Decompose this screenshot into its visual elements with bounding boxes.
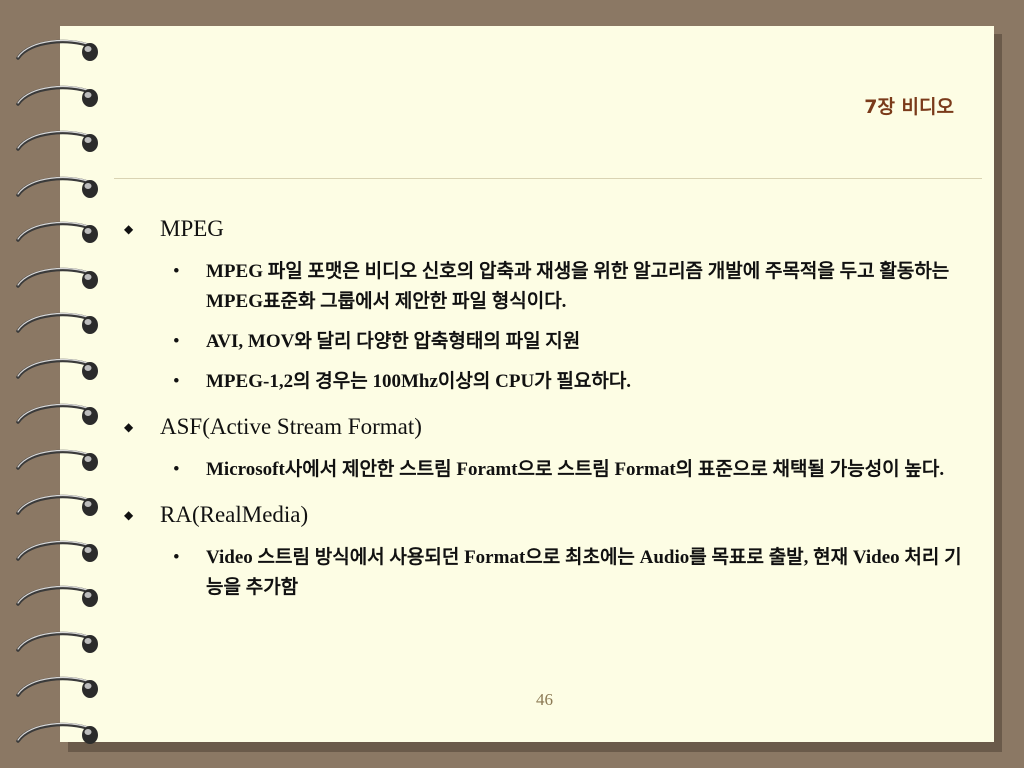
slide-title: 7장 비디오 — [864, 96, 954, 118]
diamond-bullet-icon: ◆ — [124, 508, 134, 522]
spiral-ring-icon — [16, 176, 98, 198]
bullet-ra: ◆ RA(RealMedia) — [118, 495, 978, 535]
diamond-bullet-icon: ◆ — [124, 420, 134, 434]
dot-bullet-icon: • — [173, 371, 180, 392]
spiral-ring-icon — [16, 358, 98, 380]
spiral-ring-icon — [16, 267, 98, 289]
dot-bullet-icon: • — [173, 261, 180, 282]
dot-bullet-icon: • — [173, 459, 180, 480]
diamond-bullet-icon: ◆ — [124, 222, 134, 236]
spiral-ring-icon — [16, 631, 98, 653]
bullet-heading: RA(RealMedia) — [160, 502, 309, 527]
bullet-heading: MPEG — [160, 216, 224, 241]
page-number: 46 — [536, 690, 553, 709]
spiral-ring-icon — [16, 221, 98, 243]
sub-bullet: • AVI, MOV와 달리 다양한 압축형태의 파일 지원 — [118, 327, 978, 357]
dot-bullet-icon: • — [173, 331, 180, 352]
sub-bullet-text: AVI, MOV와 달리 다양한 압축형태의 파일 지원 — [206, 331, 581, 352]
spiral-ring-icon — [16, 494, 98, 516]
sub-bullet-text: Microsoft사에서 제안한 스트림 Foramt으로 스트림 Format… — [206, 459, 945, 480]
bullet-heading: ASF(Active Stream Format) — [160, 414, 422, 439]
spiral-ring-icon — [16, 449, 98, 471]
dot-bullet-icon: • — [173, 547, 180, 568]
sub-bullet-text: MPEG 파일 포맷은 비디오 신호의 압축과 재생을 위한 알고리즘 개발에 … — [206, 261, 950, 312]
sub-bullet: • MPEG 파일 포맷은 비디오 신호의 압축과 재생을 위한 알고리즘 개발… — [118, 257, 978, 317]
sub-bullet: • Video 스트림 방식에서 사용되던 Format으로 최초에는 Audi… — [118, 543, 978, 603]
slide-content: ◆ MPEG • MPEG 파일 포맷은 비디오 신호의 압축과 재생을 위한 … — [118, 209, 978, 613]
notebook-page: 7장 비디오 ◆ MPEG • MPEG 파일 포맷은 비디오 신호의 압축과 … — [60, 26, 994, 742]
spiral-ring-icon — [16, 540, 98, 562]
title-divider — [114, 178, 982, 179]
spiral-ring-icon — [16, 403, 98, 425]
spiral-ring-icon — [16, 85, 98, 107]
spiral-ring-icon — [16, 130, 98, 152]
sub-bullet-text: MPEG-1,2의 경우는 100Mhz이상의 CPU가 필요하다. — [206, 371, 632, 392]
sub-bullet: • Microsoft사에서 제안한 스트림 Foramt으로 스트림 Form… — [118, 455, 978, 485]
spiral-ring-icon — [16, 722, 98, 744]
bullet-asf: ◆ ASF(Active Stream Format) — [118, 407, 978, 447]
spiral-ring-icon — [16, 312, 98, 334]
spiral-ring-icon — [16, 39, 98, 61]
spiral-ring-icon — [16, 676, 98, 698]
sub-bullet-text: Video 스트림 방식에서 사용되던 Format으로 최초에는 Audio를… — [206, 547, 962, 598]
bullet-mpeg: ◆ MPEG — [118, 209, 978, 249]
sub-bullet: • MPEG-1,2의 경우는 100Mhz이상의 CPU가 필요하다. — [118, 367, 978, 397]
spiral-ring-icon — [16, 585, 98, 607]
